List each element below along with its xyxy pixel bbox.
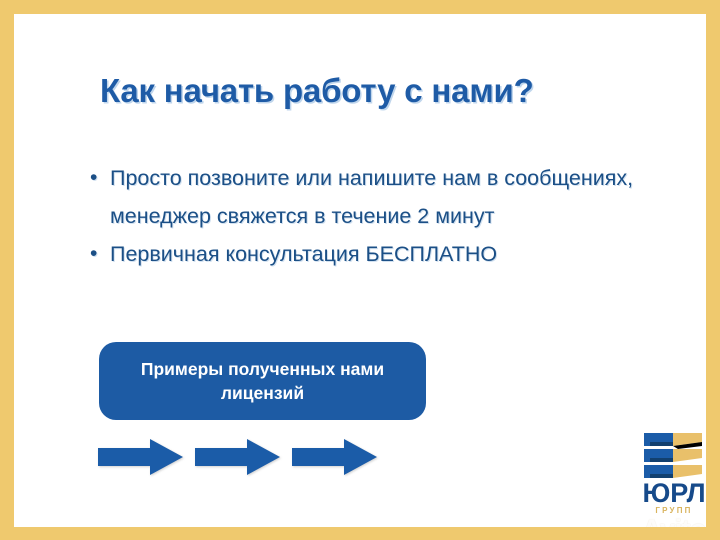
arrow-right-icon: [292, 439, 377, 475]
slide-title: Как начать работу с нами?: [100, 72, 534, 109]
slide-canvas: Как начать работу с нами? Просто позвони…: [14, 14, 706, 527]
license-examples-button[interactable]: Примеры полученных нами лицензий: [99, 342, 426, 420]
bullet-item: Просто позвоните или напишите нам в сооб…: [82, 159, 672, 235]
license-examples-button-label: Примеры полученных нами лицензий: [140, 359, 385, 403]
logo-wordmark: ЮРЛ: [642, 478, 706, 508]
bullet-list: Просто позвоните или напишите нам в сооб…: [82, 159, 672, 273]
arrow-right-icon: [98, 439, 183, 475]
arrow-row: [98, 438, 377, 476]
logo-subtext: ГРУПП: [655, 506, 693, 515]
chevron-stack-icon: [644, 433, 702, 478]
arrow-right-icon: [195, 439, 280, 475]
bullet-item: Первичная консультация БЕСПЛАТНО: [82, 235, 672, 273]
brand-logo: ЮРЛ ГРУПП: [626, 432, 706, 527]
